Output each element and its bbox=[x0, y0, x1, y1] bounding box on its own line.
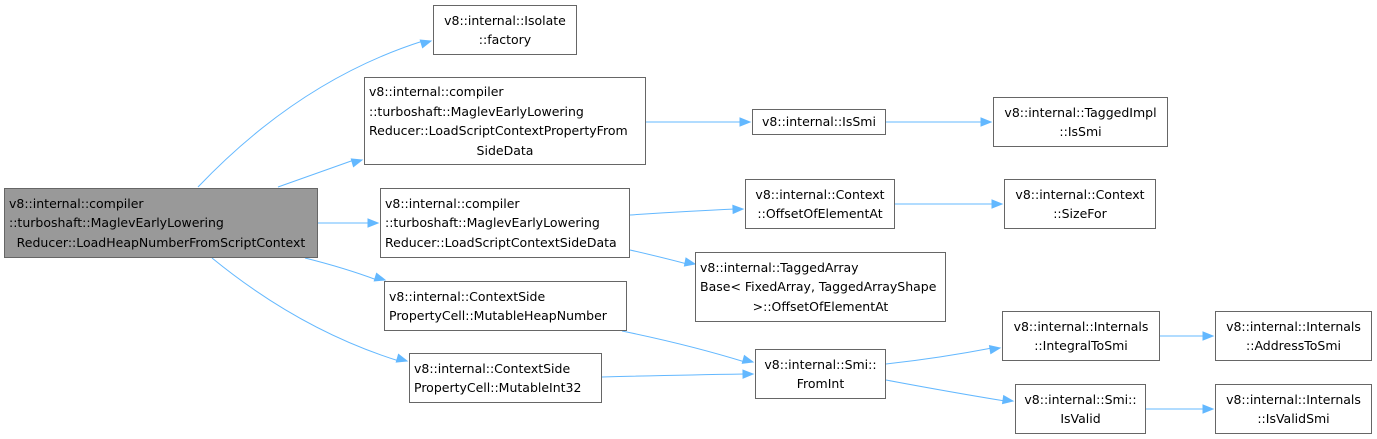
node-label-line: ::OffsetOfElementAt bbox=[757, 206, 883, 221]
node-label-line: ::turboshaft::MaglevEarlyLowering bbox=[9, 215, 224, 231]
edge-integral_to_smi-to-address_to_smi bbox=[1160, 331, 1215, 341]
node-context-size-for[interactable]: v8::internal::Context ::SizeFor bbox=[1004, 179, 1156, 229]
edge-load_side_data-to-context_offset bbox=[629, 204, 745, 216]
node-label-line: v8::internal::TaggedImpl bbox=[1004, 104, 1157, 120]
node-label-line: IsValid bbox=[1060, 411, 1101, 426]
node-internals-address-to-smi[interactable]: v8::internal::Internals ::AddressToSmi bbox=[1215, 311, 1372, 361]
arrowhead-icon bbox=[741, 354, 755, 364]
node-label-line: ::factory bbox=[478, 32, 532, 47]
node-label-line: ::turboshaft::MaglevEarlyLowering bbox=[369, 103, 584, 119]
node-label-line: v8::internal::Isolate bbox=[444, 12, 566, 28]
arrowhead-icon bbox=[980, 117, 993, 127]
edge-mutable_heap_number-to-smi_from_int bbox=[621, 330, 755, 364]
edge-root-to-isolate_factory bbox=[197, 39, 433, 188]
node-label-line: v8::internal::Smi:: bbox=[764, 356, 877, 372]
node-isolate-factory[interactable]: v8::internal::Isolate ::factory bbox=[433, 5, 577, 55]
edge-smi_from_int-to-integral_to_smi bbox=[885, 345, 1002, 365]
edge-line bbox=[197, 40, 424, 188]
arrowhead-icon bbox=[991, 199, 1004, 209]
node-label-line: ::AddressToSmi bbox=[1246, 338, 1341, 353]
node-label-line: v8::internal::TaggedArray bbox=[700, 259, 859, 275]
node-label-line: FromInt bbox=[796, 376, 845, 391]
node-label-line: ::IsSmi bbox=[1059, 124, 1102, 139]
node-label-line: v8::internal::Internals bbox=[1226, 318, 1361, 334]
arrowhead-icon bbox=[1202, 404, 1215, 414]
node-smi-is-valid[interactable]: v8::internal::Smi:: IsValid bbox=[1015, 384, 1146, 434]
edge-line bbox=[304, 257, 378, 281]
node-is-smi[interactable]: v8::internal::IsSmi bbox=[752, 109, 886, 135]
node-load-script-context-property-from-side-data[interactable]: v8::internal::compiler ::turboshaft::Mag… bbox=[364, 77, 646, 165]
node-label-line: PropertyCell::MutableInt32 bbox=[414, 380, 582, 395]
edge-smi_is_valid-to-is_valid_smi bbox=[1146, 404, 1215, 414]
node-label-line: v8::internal::Smi:: bbox=[1024, 391, 1137, 407]
arrowhead-icon bbox=[739, 117, 752, 127]
node-context-offset-of-element-at[interactable]: v8::internal::Context ::OffsetOfElementA… bbox=[745, 179, 895, 229]
edge-line bbox=[885, 347, 993, 365]
node-label-line: v8::internal::compiler bbox=[9, 195, 144, 211]
arrowhead-icon bbox=[1001, 394, 1015, 405]
node-label-line: v8::internal::IsSmi bbox=[762, 114, 876, 130]
edge-mutable_int32-to-smi_from_int bbox=[601, 369, 755, 379]
node-label-line: v8::internal::Internals bbox=[1013, 318, 1149, 334]
arrowhead-icon bbox=[1202, 331, 1215, 341]
node-label-line: ::turboshaft::MaglevEarlyLowering bbox=[385, 215, 600, 231]
arrowhead-icon bbox=[350, 158, 364, 168]
arrowhead-icon bbox=[732, 204, 745, 215]
node-label-line: v8::internal::Context bbox=[1015, 186, 1145, 202]
node-internals-is-valid-smi[interactable]: v8::internal::Internals ::IsValidSmi bbox=[1215, 384, 1372, 434]
edge-line bbox=[211, 257, 400, 362]
node-label-line: Base< FixedArray, TaggedArrayShape bbox=[700, 279, 937, 295]
arrowhead-icon bbox=[742, 369, 755, 379]
node-internals-integral-to-smi[interactable]: v8::internal::Internals ::IntegralToSmi bbox=[1002, 311, 1160, 361]
edge-line bbox=[277, 159, 355, 188]
arrowhead-icon bbox=[395, 353, 409, 363]
node-mutable-int32[interactable]: v8::internal::ContextSide PropertyCell::… bbox=[409, 353, 602, 403]
edge-line bbox=[601, 373, 746, 378]
node-label-line: v8::internal::compiler bbox=[369, 84, 504, 99]
node-label-line: ::IsValidSmi bbox=[1257, 411, 1330, 426]
node-label-line: v8::internal::Context bbox=[755, 186, 885, 202]
edge-root-to-load_prop_from_side bbox=[277, 158, 364, 188]
edge-line bbox=[629, 208, 736, 216]
edge-smi_from_int-to-smi_is_valid bbox=[885, 379, 1015, 405]
node-label-line: Reducer::LoadHeapNumberFromScriptContext bbox=[16, 234, 306, 250]
edge-line bbox=[621, 330, 746, 363]
node-label-line: v8::internal::ContextSide bbox=[389, 288, 546, 304]
node-tagged-impl-is-smi[interactable]: v8::internal::TaggedImpl ::IsSmi bbox=[993, 97, 1168, 147]
node-mutable-heap-number[interactable]: v8::internal::ContextSide PropertyCell::… bbox=[384, 281, 627, 331]
node-label-line: Reducer::LoadScriptContextSideData bbox=[385, 234, 617, 250]
edge-load_side_data-to-tagged_array_offset bbox=[629, 249, 697, 267]
node-label-line: v8::internal::Internals bbox=[1226, 391, 1361, 407]
edge-line bbox=[629, 249, 688, 265]
node-label-line: ::IntegralToSmi bbox=[1034, 338, 1128, 353]
node-label-line: ::SizeFor bbox=[1053, 206, 1107, 221]
node-label-line: v8::internal::compiler bbox=[385, 195, 520, 211]
node-load-heap-number-from-script-context: v8::internal::compiler ::turboshaft::Mag… bbox=[4, 188, 318, 258]
arrowhead-icon bbox=[683, 257, 697, 267]
edge-line bbox=[885, 379, 1006, 402]
edge-context_offset-to-context_size_for bbox=[895, 199, 1004, 209]
node-tagged-array-offset-of-element-at[interactable]: v8::internal::TaggedArray Base< FixedArr… bbox=[695, 252, 946, 322]
arrowhead-icon bbox=[367, 218, 380, 228]
node-label-line: PropertyCell::MutableHeapNumber bbox=[389, 308, 607, 323]
arrowhead-icon bbox=[988, 345, 1002, 355]
node-smi-from-int[interactable]: v8::internal::Smi:: FromInt bbox=[755, 349, 886, 399]
node-label-line: SideData bbox=[476, 142, 534, 158]
node-load-script-context-side-data[interactable]: v8::internal::compiler ::turboshaft::Mag… bbox=[380, 188, 630, 258]
node-label-line: Reducer::LoadScriptContextPropertyFrom bbox=[369, 123, 628, 138]
edge-load_prop_from_side-to-is_smi bbox=[646, 117, 752, 127]
edge-root-to-mutable_int32 bbox=[211, 257, 409, 363]
edge-root-to-load_side_data bbox=[317, 218, 380, 228]
node-label-line: >::OffsetOfElementAt bbox=[752, 298, 889, 314]
arrowhead-icon bbox=[373, 272, 387, 282]
edge-root-to-mutable_heap_number bbox=[304, 257, 387, 282]
edge-is_smi-to-tagged_impl_is_smi bbox=[886, 117, 993, 127]
arrowhead-icon bbox=[419, 39, 433, 49]
node-label-line: v8::internal::ContextSide bbox=[414, 360, 571, 376]
